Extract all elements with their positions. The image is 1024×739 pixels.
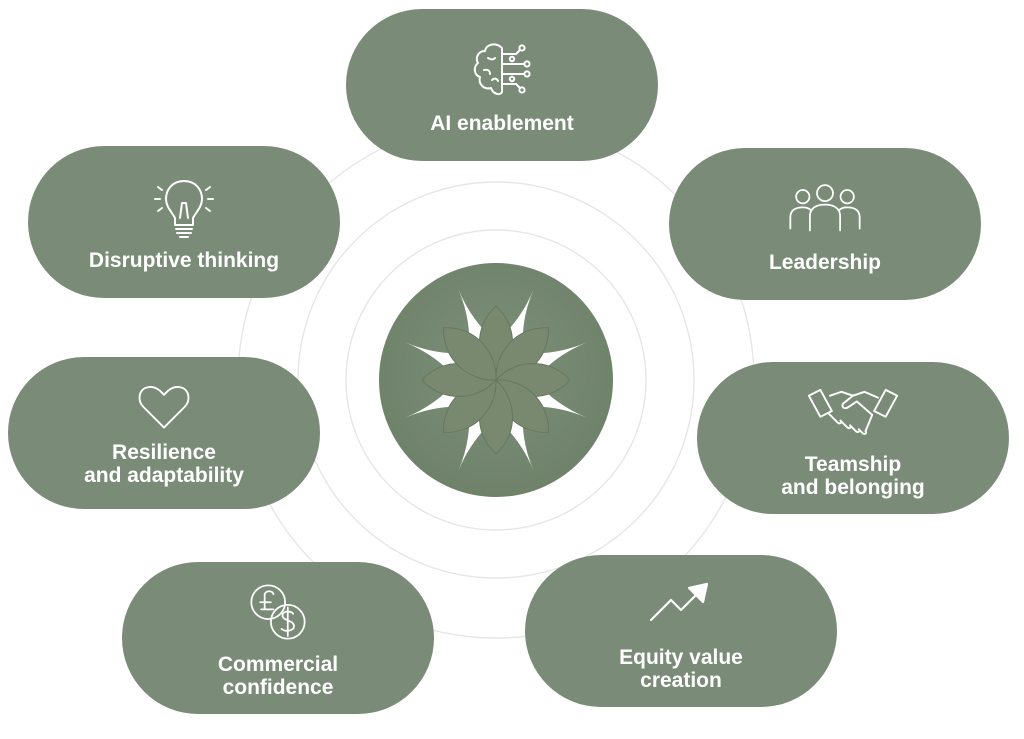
pill-teamship: Teamship and belonging xyxy=(697,362,1009,514)
petal-flower-logo-icon xyxy=(379,263,613,497)
currency-coins-icon xyxy=(250,584,306,640)
capability-label: AI enablement xyxy=(430,111,574,135)
people-group-icon xyxy=(789,183,861,231)
capability-label: Equity value creation xyxy=(619,646,743,692)
pill-commercial-confidence: Commercial confidence xyxy=(122,562,434,714)
ring-inner xyxy=(345,229,647,531)
pill-disruptive-thinking: Disruptive thinking xyxy=(28,146,340,298)
capability-label: Teamship and belonging xyxy=(781,453,925,499)
pill-resilience: Resilience and adaptability xyxy=(8,357,320,509)
handshake-icon xyxy=(807,388,899,435)
petal-group xyxy=(405,289,587,471)
capability-label: Disruptive thinking xyxy=(88,248,280,272)
capability-label: Leadership xyxy=(768,250,882,274)
trending-up-arrow-icon xyxy=(649,582,709,622)
capability-label: Commercial confidence xyxy=(217,653,339,699)
heart-icon xyxy=(138,386,190,429)
lightbulb-icon xyxy=(154,179,214,238)
capability-label: Resilience and adaptability xyxy=(84,441,244,487)
petal xyxy=(443,327,497,381)
pill-equity-value: Equity value creation xyxy=(525,555,837,707)
brain-circuit-icon xyxy=(473,42,531,95)
pill-leadership: Leadership xyxy=(669,148,981,300)
pill-ai-enablement: AI enablement xyxy=(346,9,658,161)
